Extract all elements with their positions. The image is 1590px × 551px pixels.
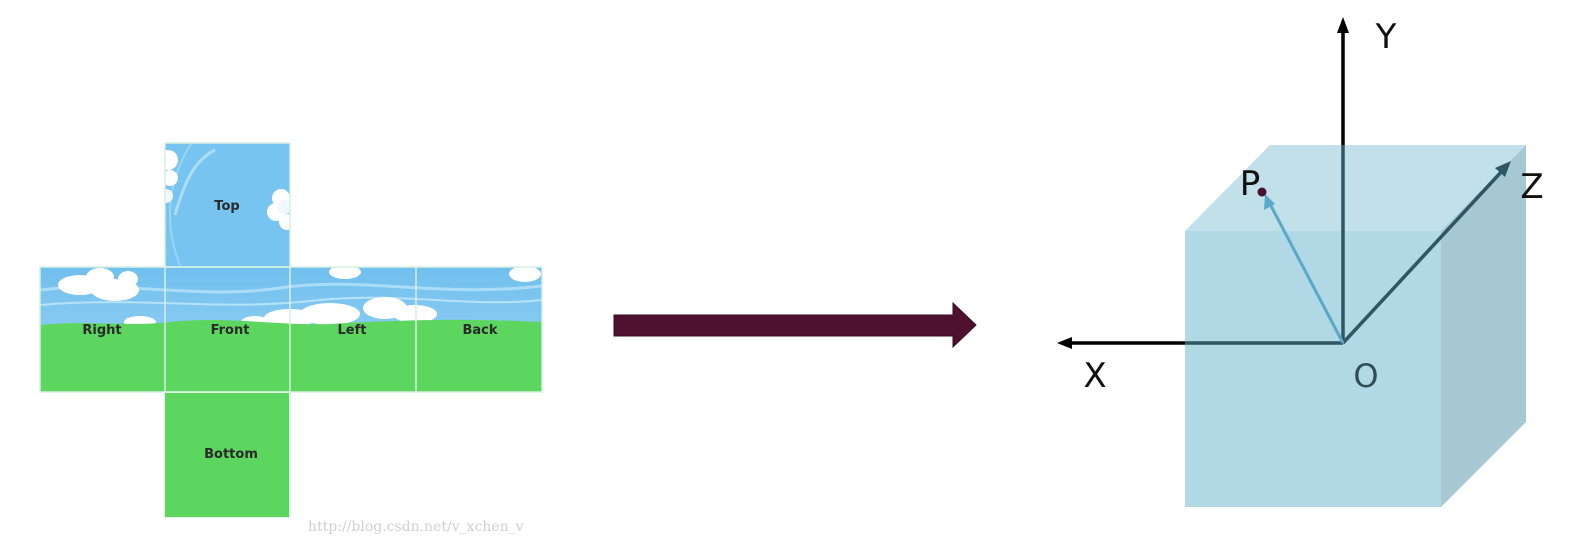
face-label-front: Front <box>211 323 250 338</box>
y-axis <box>1337 17 1349 343</box>
cubemap-net: Top <box>39 142 543 518</box>
transform-arrow <box>613 301 977 349</box>
axis-label-z: Z <box>1520 167 1543 207</box>
axis-label-y: Y <box>1375 17 1397 57</box>
z-axis <box>1341 161 1511 345</box>
origin-label: O <box>1353 357 1378 395</box>
point-p <box>1257 187 1267 197</box>
face-label-bottom: Bottom <box>204 447 258 462</box>
point-label-p: P <box>1240 164 1261 204</box>
watermark: http://blog.csdn.net/v_xchen_v <box>308 519 524 535</box>
face-label-back: Back <box>462 323 497 338</box>
cube-front-face <box>1185 231 1441 507</box>
face-label-left: Left <box>338 323 367 338</box>
cubemap-grid <box>39 142 543 518</box>
axis-label-x: X <box>1083 356 1106 396</box>
cube-top-face <box>1185 145 1526 231</box>
cubemap-face-bottom: Bottom <box>165 393 289 517</box>
face-label-top: Top <box>214 199 239 214</box>
cubemap-face-top: Top <box>165 143 290 267</box>
face-label-right: Right <box>82 323 121 338</box>
vector-op <box>1264 194 1345 344</box>
x-axis <box>1057 337 1343 349</box>
cube-3d <box>1185 145 1526 507</box>
cube-side-face <box>1441 145 1526 507</box>
